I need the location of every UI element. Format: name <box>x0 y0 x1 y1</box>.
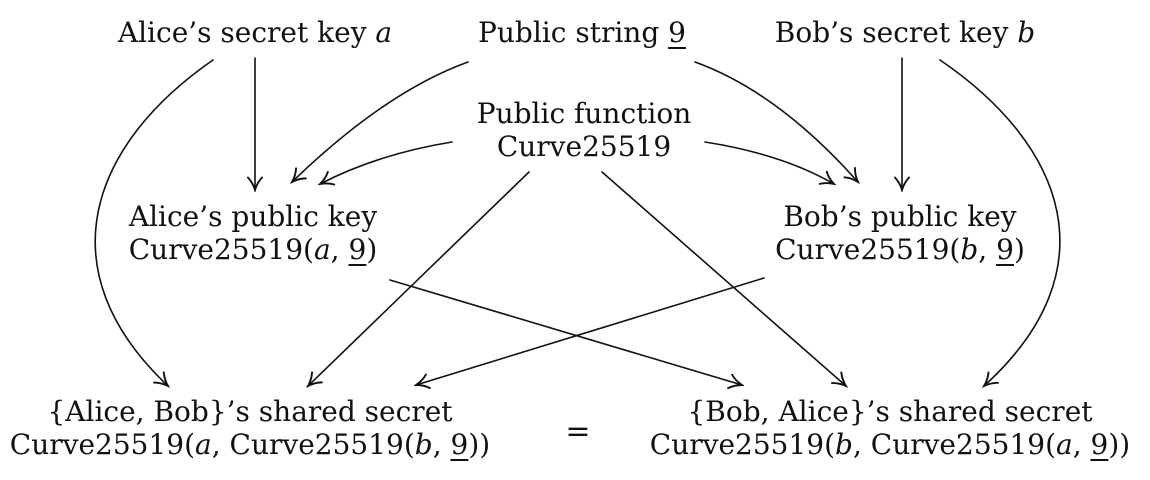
arrow-public-function-to-alice-public <box>320 141 453 184</box>
formula-text: Curve25519( <box>775 233 961 266</box>
formula-var: b <box>414 428 433 461</box>
arrow-bob-secret-to-shared-right <box>939 59 1061 386</box>
public-string-base: 9 <box>668 16 686 49</box>
formula-text: , <box>1072 428 1091 461</box>
formula-text: ) <box>1013 233 1025 266</box>
bob-secret-key-label: Bob’s secret key <box>774 16 1018 49</box>
formula-text: , <box>330 233 349 266</box>
arrow-alice-public-to-shared-right <box>389 279 742 385</box>
bob-secret-key-var: b <box>1017 16 1036 49</box>
alice-bob-shared-secret-formula: Curve25519(a, Curve25519(b, 9)) <box>10 428 490 461</box>
formula-text: , Curve25519( <box>211 428 415 461</box>
formula-var: b <box>835 428 853 461</box>
formula-var: a <box>313 233 331 266</box>
node-bob-alice-shared-secret: {Bob, Alice}’s shared secret Curve25519(… <box>650 395 1130 461</box>
formula-base: 9 <box>996 233 1014 266</box>
formula-base: 9 <box>1090 428 1109 461</box>
arrow-public-string-to-bob-public <box>694 61 858 182</box>
formula-text: Curve25519( <box>649 428 836 461</box>
public-function-line1: Public function <box>476 97 692 130</box>
public-function-line2: Curve25519 <box>496 130 672 163</box>
alice-bob-shared-secret-title: {Alice, Bob}’s shared secret <box>47 395 453 428</box>
formula-var: b <box>960 233 979 266</box>
formula-text: , <box>432 428 451 461</box>
arrow-public-function-to-shared-right <box>601 171 846 386</box>
formula-base: 9 <box>348 233 367 266</box>
node-bob-public-key: Bob’s public key Curve25519(b, 9) <box>775 200 1025 266</box>
alice-public-key-title: Alice’s public key <box>128 200 378 233</box>
formula-text: Curve25519( <box>128 233 314 266</box>
formula-text: , Curve25519( <box>852 428 1056 461</box>
formula-base: 9 <box>450 428 469 461</box>
arrow-alice-secret-to-shared-left <box>94 59 214 386</box>
public-string-label: Public string <box>478 16 669 49</box>
formula-text: Curve25519( <box>9 428 196 461</box>
formula-var: a <box>195 428 212 461</box>
node-bob-secret-key: Bob’s secret key b <box>775 16 1035 49</box>
alice-secret-key-label: Alice’s secret key <box>117 16 376 49</box>
alice-secret-key-var: a <box>375 16 393 49</box>
node-alice-bob-shared-secret: {Alice, Bob}’s shared secret Curve25519(… <box>10 395 490 461</box>
bob-public-key-formula: Curve25519(b, 9) <box>775 233 1025 266</box>
bob-alice-shared-secret-title: {Bob, Alice}’s shared secret <box>687 395 1093 428</box>
arrow-public-function-to-shared-left <box>308 171 530 386</box>
node-public-string: Public string 9 <box>478 16 686 49</box>
formula-text: )) <box>1108 428 1131 461</box>
arrow-public-function-to-bob-public <box>704 141 834 184</box>
formula-text: , <box>978 233 997 266</box>
node-alice-public-key: Alice’s public key Curve25519(a, 9) <box>129 200 378 266</box>
formula-text: ) <box>366 233 378 266</box>
arrow-bob-public-to-shared-left <box>416 277 765 385</box>
formula-text: )) <box>468 428 491 461</box>
bob-alice-shared-secret-formula: Curve25519(b, Curve25519(a, 9)) <box>650 428 1130 461</box>
formula-var: a <box>1056 428 1073 461</box>
equals-sign: = <box>565 414 591 449</box>
node-public-function: Public function Curve25519 <box>477 97 692 163</box>
alice-public-key-formula: Curve25519(a, 9) <box>129 233 378 266</box>
bob-public-key-title: Bob’s public key <box>783 200 1017 233</box>
node-alice-secret-key: Alice’s secret key a <box>118 16 392 49</box>
arrow-public-string-to-alice-public <box>292 61 469 182</box>
